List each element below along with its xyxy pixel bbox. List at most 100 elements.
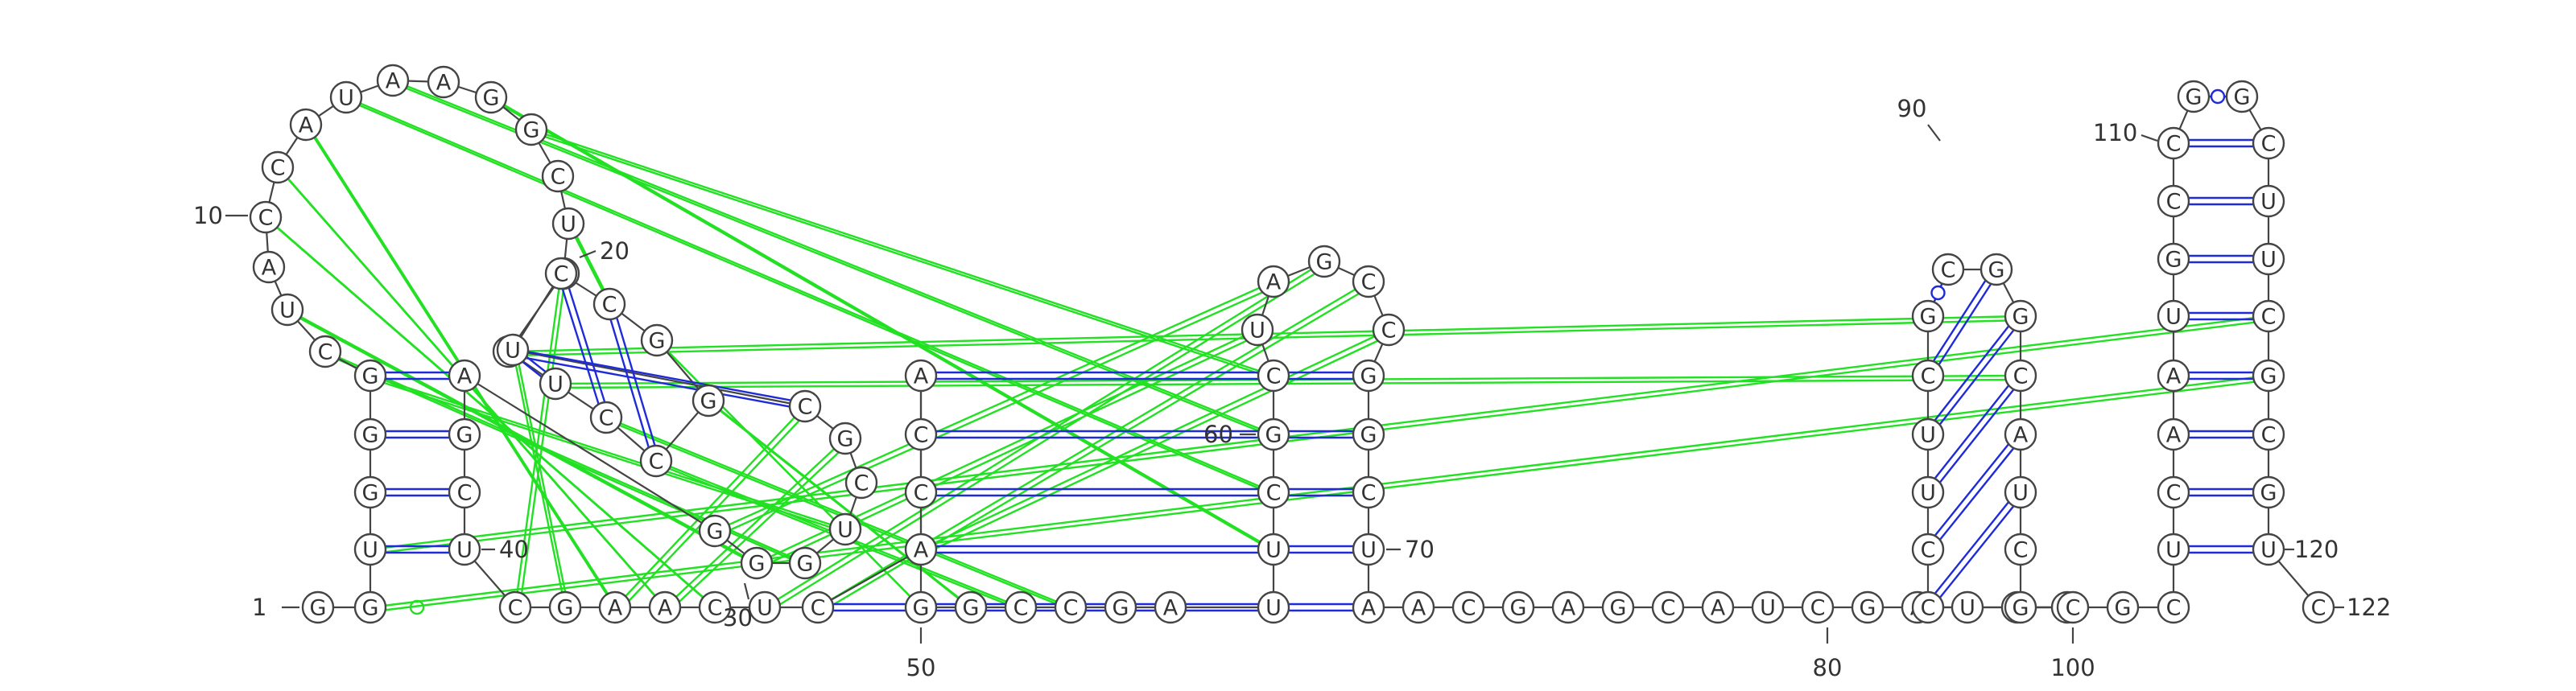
nucleotide: G bbox=[474, 80, 508, 114]
pseudoknot-line bbox=[369, 374, 846, 531]
nucleotide-letter: A bbox=[914, 538, 929, 563]
nucleotide: U bbox=[270, 293, 304, 327]
nucleotide: U bbox=[1241, 313, 1274, 347]
nucleotide: G bbox=[2004, 299, 2037, 333]
number-label: 20 bbox=[600, 237, 630, 265]
pair-line bbox=[1934, 385, 2009, 479]
nucleotide-letter: G bbox=[2013, 596, 2029, 621]
nucleotide: C bbox=[2301, 590, 2335, 624]
nucleotide-circle bbox=[353, 590, 387, 624]
nucleotide-circle bbox=[1352, 417, 1385, 451]
nucleotide: G bbox=[1257, 417, 1290, 451]
nucleotide-letter: G bbox=[837, 427, 854, 452]
number-ticks bbox=[225, 124, 2344, 644]
nucleotide-letter: C bbox=[1810, 596, 1826, 621]
nucleotide: G bbox=[514, 113, 548, 146]
nucleotide-circle bbox=[748, 590, 782, 624]
nucleotide-circle bbox=[904, 359, 938, 393]
nucleotide-circle bbox=[1911, 590, 1945, 624]
nucleotide: C bbox=[844, 466, 878, 500]
nucleotide-letter: C bbox=[2013, 364, 2029, 389]
pair-line bbox=[522, 360, 543, 378]
nucleotide-letter: C bbox=[1661, 596, 1676, 621]
nucleotide-circle bbox=[2157, 533, 2190, 566]
nucleotide: G bbox=[353, 475, 387, 509]
nucleotide-circle bbox=[1257, 265, 1290, 298]
nucleotide-circle bbox=[1451, 590, 1485, 624]
nucleotide-circle bbox=[353, 359, 387, 393]
nucleotide: C bbox=[788, 389, 822, 423]
nucleotide-letter: C bbox=[508, 596, 523, 621]
nucleotide: C bbox=[1451, 590, 1485, 624]
nucleotide: A bbox=[427, 65, 460, 99]
nucleotide-letter: C bbox=[1361, 481, 1377, 506]
pseudoknot-line bbox=[287, 308, 758, 565]
nucleotide-circle bbox=[496, 333, 530, 367]
nucleotide-circle bbox=[740, 546, 774, 580]
nucleotide-circle bbox=[698, 590, 732, 624]
nucleotide: U bbox=[1951, 590, 1984, 624]
nucleotide-circle bbox=[1372, 313, 1406, 347]
nucleotide-circle bbox=[270, 293, 304, 327]
pseudoknot-line bbox=[345, 96, 1274, 494]
nucleotide: C bbox=[2157, 126, 2190, 160]
nucleotide-circle bbox=[2252, 417, 2285, 451]
nucleotide-circle bbox=[801, 590, 835, 624]
pair-line bbox=[1934, 443, 2009, 537]
nucleotide-circle bbox=[2252, 126, 2285, 160]
nucleotide-letter: A bbox=[1361, 596, 1377, 621]
nucleotide: G bbox=[788, 546, 822, 580]
base-pair-lines bbox=[386, 88, 2253, 612]
nucleotide: G bbox=[1501, 590, 1535, 624]
nucleotide-circle bbox=[904, 533, 938, 566]
nucleotide: U bbox=[2157, 533, 2190, 566]
nucleotide: C bbox=[904, 417, 938, 451]
nucleotide: A bbox=[904, 533, 938, 566]
pseudoknot-line bbox=[515, 353, 571, 612]
pseudoknot-line bbox=[718, 284, 1278, 537]
gu-pair-marker bbox=[2210, 88, 2226, 105]
number-label: 40 bbox=[499, 536, 529, 563]
nucleotide-letter: G bbox=[1265, 423, 1282, 448]
nucleotide: U bbox=[329, 80, 363, 114]
nucleotide-circle bbox=[1911, 359, 1945, 393]
pair-line bbox=[1939, 447, 2015, 541]
nucleotide-letter: G bbox=[310, 596, 327, 621]
nucleotide-letter: A bbox=[658, 596, 673, 621]
nucleotide-circle bbox=[1352, 475, 1385, 509]
nucleotide-letter: U bbox=[338, 86, 354, 111]
nucleotide-circle bbox=[514, 113, 548, 146]
nucleotide: G bbox=[1104, 590, 1137, 624]
nucleotide-letter: C bbox=[1013, 596, 1029, 621]
nucleotide: A bbox=[1257, 265, 1290, 298]
nucleotide-circle bbox=[376, 64, 410, 97]
nucleotide: U bbox=[1911, 475, 1945, 509]
number-label: 90 bbox=[1897, 95, 1927, 122]
nucleotide: C bbox=[1372, 313, 1406, 347]
nucleotide-circle bbox=[828, 512, 862, 546]
nucleotide: C bbox=[1911, 590, 1945, 624]
nucleotide: C bbox=[1931, 253, 1965, 286]
gu-pair-marker bbox=[1930, 285, 1946, 301]
nucleotide-circle bbox=[2177, 80, 2211, 113]
nucleotide-circle bbox=[1257, 417, 1290, 451]
pair-line bbox=[526, 356, 547, 373]
nucleotide-letter: G bbox=[362, 423, 379, 448]
nucleotide-letter: G bbox=[707, 520, 724, 545]
nucleotide-letter: U bbox=[456, 538, 473, 563]
nucleotide-letter: G bbox=[963, 596, 980, 621]
nucleotide-letter: U bbox=[2165, 538, 2182, 563]
pair-line bbox=[1934, 501, 2009, 594]
nucleotide: A bbox=[598, 590, 632, 624]
nucleotide: C bbox=[498, 590, 532, 624]
nucleotide: U bbox=[551, 207, 585, 241]
backbone-segment bbox=[512, 348, 806, 408]
nucleotide-letter: G bbox=[456, 423, 473, 448]
nucleotide-circle bbox=[648, 590, 682, 624]
nucleotide-letter: G bbox=[2234, 85, 2251, 110]
nucleotide-letter: C bbox=[2261, 305, 2277, 330]
nucleotide-letter: C bbox=[270, 156, 286, 181]
nucleotide-letter: G bbox=[362, 596, 379, 621]
number-tick bbox=[743, 582, 750, 600]
